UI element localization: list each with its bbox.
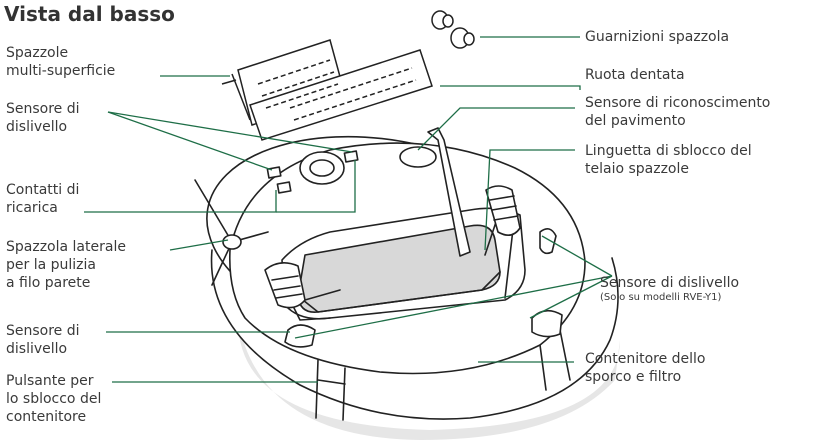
label-pulsante-sblocco: Pulsante per lo sblocco del contenitore (6, 373, 102, 425)
label-contatti-ricarica: Contatti di ricarica (6, 182, 80, 216)
brush-caps (431, 10, 475, 49)
label-ruota-dentata: Ruota dentata (585, 67, 685, 83)
brush-rollers (221, 39, 433, 141)
label-sensore-pavimento: Sensore di riconoscimento del pavimento (585, 95, 771, 129)
label-contenitore: Contenitore dello sporco e filtro (585, 351, 706, 385)
label-linguetta: Linguetta di sblocco del telaio spazzole (585, 143, 752, 177)
label-sensore-dislivello-right: Sensore di dislivello (Solo su modelli R… (600, 275, 740, 303)
label-guarnizioni: Guarnizioni spazzola (585, 29, 730, 45)
robot-body (194, 127, 619, 421)
diagram-title: Vista dal basso (4, 2, 175, 26)
label-spazzola-laterale: Spazzola laterale per la pulizia a filo … (6, 239, 126, 291)
label-model-note: (Solo su modelli RVE-Y1) (600, 292, 722, 303)
label-spazzole: Spazzole multi-superficie (6, 45, 116, 79)
leader-lines (84, 36, 613, 383)
label-sensore-dislivello-bottom: Sensore di dislivello (6, 323, 80, 357)
label-sensore-dislivello-top: Sensore di dislivello (6, 101, 80, 135)
